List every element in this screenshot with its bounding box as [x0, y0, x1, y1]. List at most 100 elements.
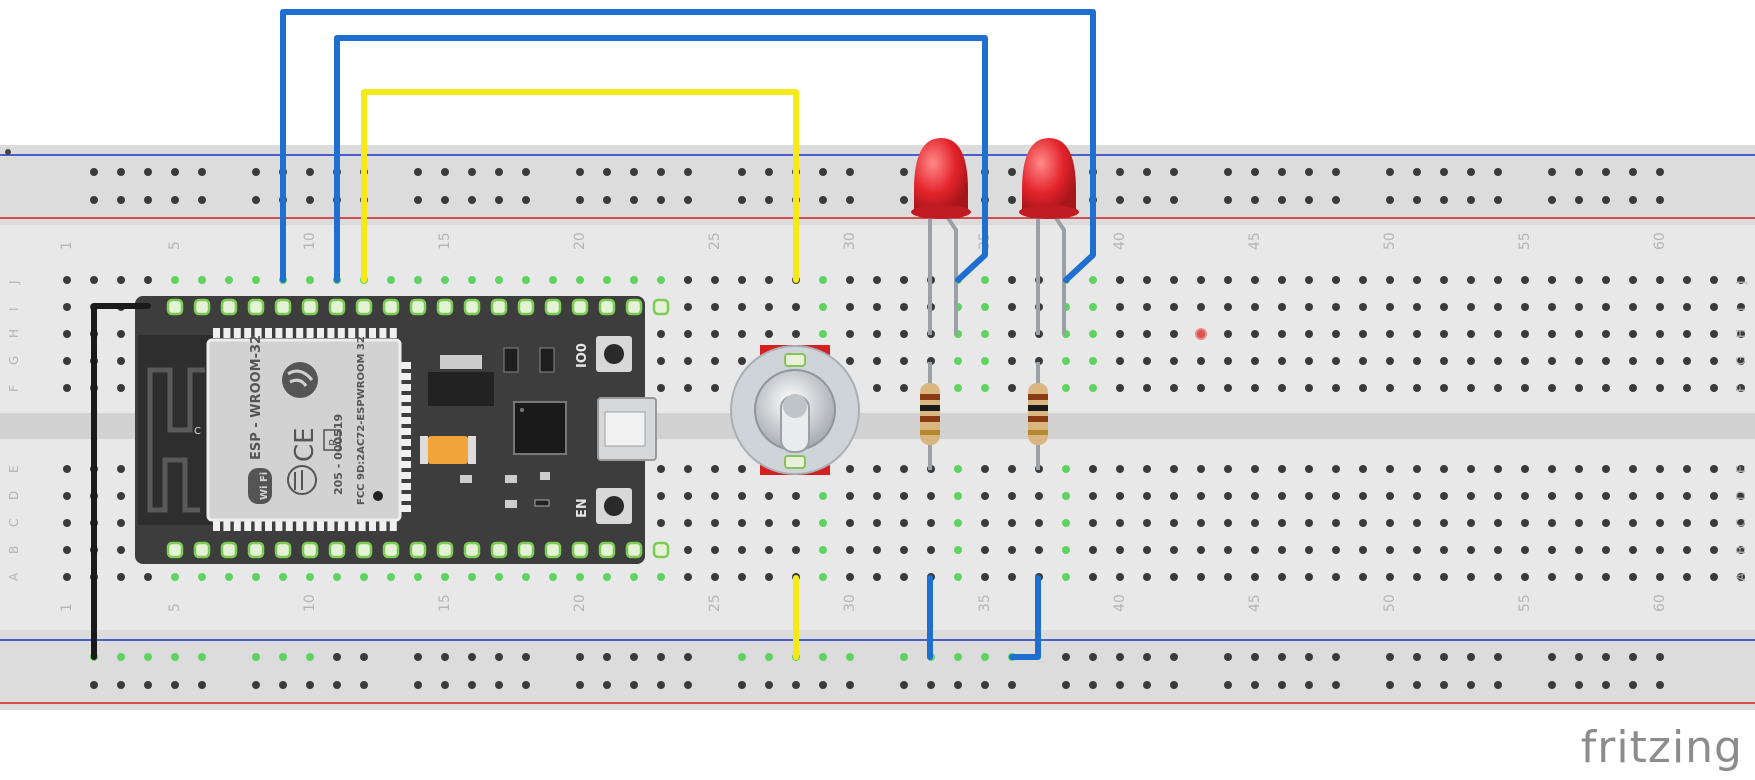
power-rail-hole[interactable] [792, 681, 800, 689]
power-rail-hole[interactable] [1440, 653, 1448, 661]
power-rail-hole[interactable] [117, 653, 125, 661]
terminal-hole[interactable] [1386, 303, 1394, 311]
terminal-hole[interactable] [1251, 276, 1259, 284]
power-rail-hole[interactable] [414, 196, 422, 204]
power-rail-hole[interactable] [441, 681, 449, 689]
power-rail-hole[interactable] [1386, 196, 1394, 204]
terminal-hole[interactable] [1197, 546, 1205, 554]
terminal-hole[interactable] [765, 492, 773, 500]
power-rail-hole[interactable] [1548, 196, 1556, 204]
led-2[interactable] [1019, 138, 1079, 335]
power-rail-hole[interactable] [900, 196, 908, 204]
terminal-hole[interactable] [1575, 573, 1583, 581]
terminal-hole[interactable] [1548, 519, 1556, 527]
power-rail-hole[interactable] [765, 196, 773, 204]
esp32-header-pin[interactable] [598, 298, 616, 316]
terminal-hole[interactable] [252, 276, 260, 284]
terminal-hole[interactable] [954, 357, 962, 365]
terminal-hole[interactable] [1224, 546, 1232, 554]
terminal-hole[interactable] [1089, 546, 1097, 554]
terminal-hole[interactable] [1359, 276, 1367, 284]
esp32-header-pin[interactable] [220, 298, 238, 316]
terminal-hole[interactable] [1224, 330, 1232, 338]
terminal-hole[interactable] [1548, 276, 1556, 284]
terminal-hole[interactable] [1116, 573, 1124, 581]
esp32-header-pin[interactable] [301, 541, 319, 559]
power-rail-hole[interactable] [981, 681, 989, 689]
terminal-hole[interactable] [1467, 492, 1475, 500]
power-rail-hole[interactable] [684, 681, 692, 689]
power-rail-hole[interactable] [1575, 196, 1583, 204]
terminal-hole[interactable] [1467, 357, 1475, 365]
power-rail-hole[interactable] [1251, 653, 1259, 661]
terminal-hole[interactable] [117, 276, 125, 284]
terminal-hole[interactable] [954, 573, 962, 581]
terminal-hole[interactable] [1062, 465, 1070, 473]
terminal-hole[interactable] [1143, 276, 1151, 284]
power-rail-hole[interactable] [414, 681, 422, 689]
esp32-header-pin[interactable] [517, 298, 535, 316]
power-rail-hole[interactable] [1008, 681, 1016, 689]
terminal-hole[interactable] [1494, 546, 1502, 554]
power-rail-hole[interactable] [414, 653, 422, 661]
terminal-hole[interactable] [1386, 330, 1394, 338]
terminal-hole[interactable] [1521, 519, 1529, 527]
terminal-hole[interactable] [1359, 465, 1367, 473]
terminal-hole[interactable] [1548, 465, 1556, 473]
terminal-hole[interactable] [1116, 519, 1124, 527]
terminal-hole[interactable] [1089, 573, 1097, 581]
terminal-hole[interactable] [657, 465, 665, 473]
power-rail-hole[interactable] [1440, 681, 1448, 689]
terminal-hole[interactable] [63, 573, 71, 581]
terminal-hole[interactable] [1008, 303, 1016, 311]
power-rail-hole[interactable] [306, 168, 314, 176]
power-rail-hole[interactable] [1494, 168, 1502, 176]
wire-blue-4[interactable] [1009, 575, 1041, 660]
terminal-hole[interactable] [981, 384, 989, 392]
terminal-hole[interactable] [1008, 573, 1016, 581]
terminal-hole[interactable] [927, 546, 935, 554]
terminal-hole[interactable] [1089, 465, 1097, 473]
terminal-hole[interactable] [711, 519, 719, 527]
power-rail-hole[interactable] [1170, 196, 1178, 204]
terminal-hole[interactable] [1710, 573, 1718, 581]
power-rail-hole[interactable] [630, 653, 638, 661]
terminal-hole[interactable] [1467, 330, 1475, 338]
power-rail-hole[interactable] [360, 681, 368, 689]
terminal-hole[interactable] [1737, 519, 1745, 527]
terminal-hole[interactable] [1629, 519, 1637, 527]
power-rail-hole[interactable] [1575, 681, 1583, 689]
terminal-hole[interactable] [1710, 492, 1718, 500]
terminal-hole[interactable] [1683, 330, 1691, 338]
terminal-hole[interactable] [1467, 519, 1475, 527]
power-rail-hole[interactable] [765, 653, 773, 661]
terminal-hole[interactable] [1494, 276, 1502, 284]
terminal-hole[interactable] [1413, 519, 1421, 527]
terminal-hole[interactable] [1170, 465, 1178, 473]
esp32-header-pin[interactable] [382, 298, 400, 316]
terminal-hole[interactable] [1278, 330, 1286, 338]
terminal-hole[interactable] [1278, 276, 1286, 284]
power-rail-hole[interactable] [1278, 168, 1286, 176]
terminal-hole[interactable] [1602, 384, 1610, 392]
terminal-hole[interactable] [1413, 357, 1421, 365]
terminal-hole[interactable] [1386, 276, 1394, 284]
terminal-hole[interactable] [225, 276, 233, 284]
terminal-hole[interactable] [900, 357, 908, 365]
power-rail-hole[interactable] [981, 653, 989, 661]
terminal-hole[interactable] [1467, 303, 1475, 311]
terminal-hole[interactable] [1359, 357, 1367, 365]
power-rail-hole[interactable] [468, 681, 476, 689]
power-rail-hole[interactable] [657, 168, 665, 176]
terminal-hole[interactable] [1737, 492, 1745, 500]
power-rail-hole[interactable] [738, 681, 746, 689]
power-rail-hole[interactable] [1440, 196, 1448, 204]
terminal-hole[interactable] [117, 492, 125, 500]
power-rail-hole[interactable] [522, 653, 530, 661]
terminal-hole[interactable] [900, 465, 908, 473]
terminal-hole[interactable] [171, 573, 179, 581]
terminal-hole[interactable] [1008, 465, 1016, 473]
esp32-header-pin[interactable] [652, 298, 670, 316]
terminal-hole[interactable] [1602, 276, 1610, 284]
terminal-hole[interactable] [1143, 465, 1151, 473]
